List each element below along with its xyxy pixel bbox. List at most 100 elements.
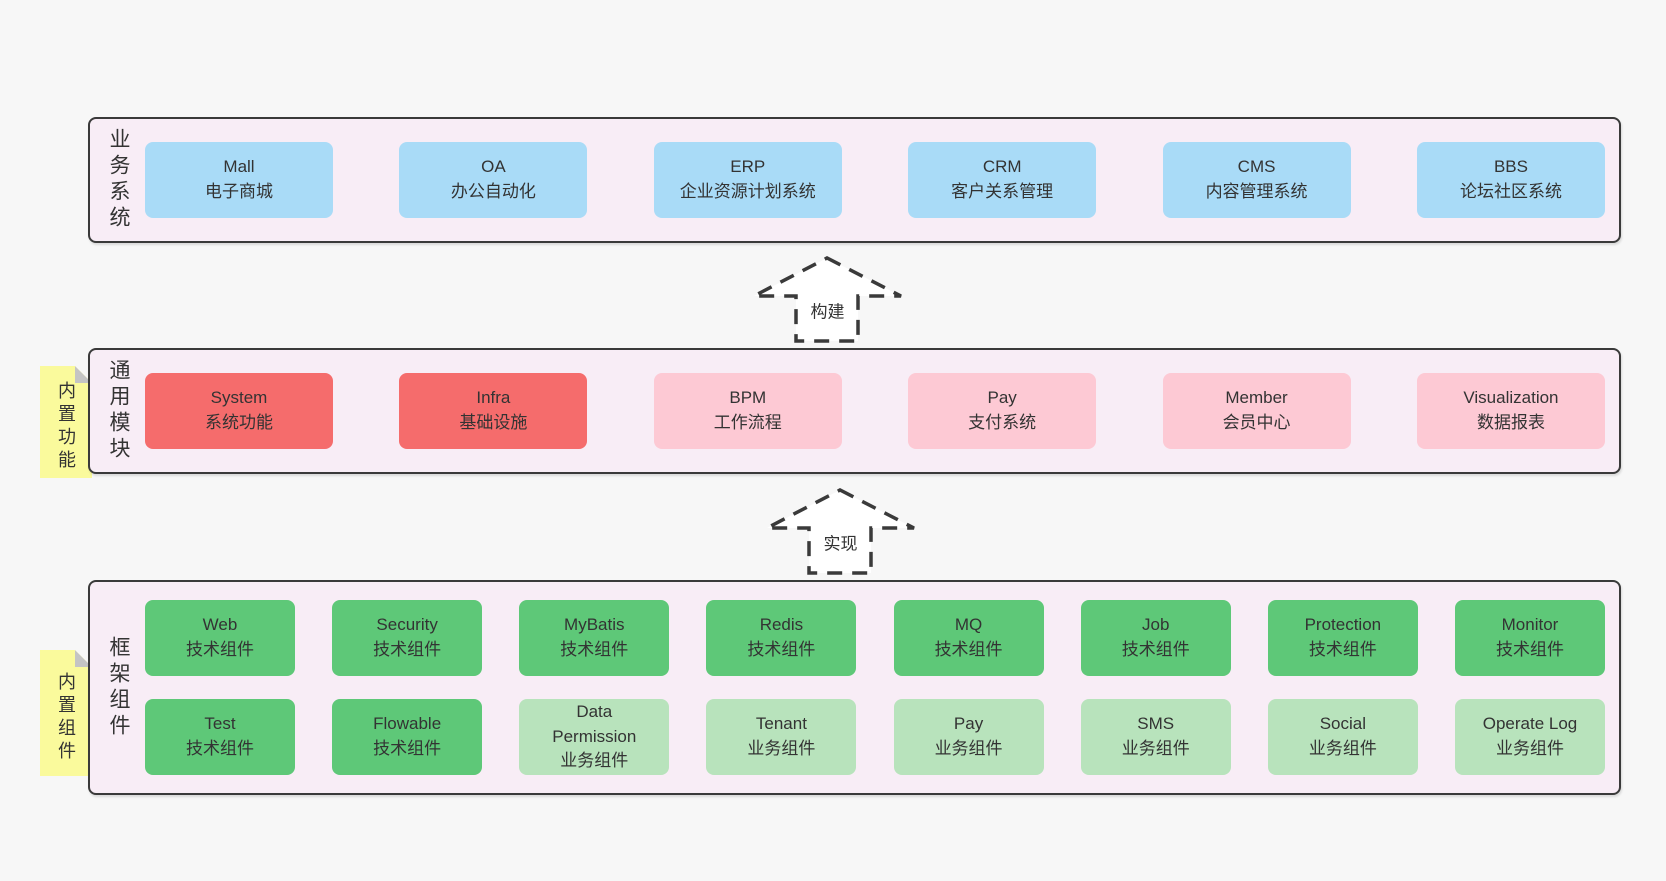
box-cms: CMS 内容管理系统 [1162, 142, 1351, 218]
box-mybatis: MyBatis 技术组件 [519, 600, 670, 676]
box-title: Social [1319, 714, 1366, 734]
box-title: Member [1225, 388, 1288, 408]
sticky-note-text: 内置组件 [56, 672, 76, 764]
box-title: Tenant [755, 714, 807, 734]
box-title: System [210, 388, 268, 408]
box-subtitle: 业务组件 [560, 751, 629, 771]
box-system: System 系统功能 [145, 373, 333, 449]
box-title: Web [202, 615, 238, 635]
sticky-fold-icon [75, 366, 92, 383]
box-title: MQ [954, 615, 983, 635]
box-title: Redis [759, 615, 804, 635]
layer-label-business-systems: 业务系统 [107, 128, 130, 232]
box-web: Web 技术组件 [145, 600, 295, 676]
arrow-implement: 实现 [763, 486, 918, 576]
box-title: Security [376, 615, 438, 635]
box-subtitle: 支付系统 [968, 413, 1037, 432]
box-subtitle: 业务组件 [1121, 739, 1190, 758]
box-infra: Infra 基础设施 [399, 373, 588, 449]
box-monitor: Monitor 技术组件 [1454, 600, 1605, 676]
box-title: MyBatis [564, 615, 625, 635]
box-sms: SMS 业务组件 [1080, 699, 1231, 775]
box-visualization: Visualization 数据报表 [1416, 373, 1605, 449]
box-title: Monitor [1501, 615, 1559, 635]
box-title: Operate Log [1482, 714, 1578, 734]
box-subtitle: 客户关系管理 [951, 182, 1054, 201]
box-title: BPM [729, 388, 767, 408]
box-subtitle: 业务组件 [1308, 739, 1377, 758]
box-subtitle: 技术组件 [934, 640, 1003, 659]
box-bbs: BBS 论坛社区系统 [1416, 142, 1605, 218]
layer-label-common-modules: 通用模块 [107, 359, 130, 463]
box-title: Test [204, 714, 236, 734]
box-member: Member 会员中心 [1162, 373, 1351, 449]
arrow-implement-label: 实现 [819, 528, 862, 556]
box-oa: OA 办公自动化 [399, 142, 588, 218]
box-pay-component: Pay 业务组件 [893, 699, 1044, 775]
box-bpm: BPM 工作流程 [653, 373, 842, 449]
box-subtitle: 基础设施 [459, 413, 528, 432]
box-title: Infra [476, 388, 511, 408]
box-erp: ERP 企业资源计划系统 [653, 142, 842, 218]
box-title: Flowable [373, 714, 442, 734]
box-subtitle: 业务组件 [934, 739, 1003, 758]
box-subtitle: 技术组件 [1308, 640, 1377, 659]
box-subtitle: 电子商城 [205, 182, 273, 201]
box-redis: Redis 技术组件 [706, 600, 857, 676]
box-title: BBS [1493, 157, 1528, 177]
box-operate-log: Operate Log 业务组件 [1454, 699, 1605, 775]
box-subtitle: 技术组件 [1495, 640, 1564, 659]
box-title: Mall [223, 157, 255, 177]
box-title: ERP [730, 157, 766, 177]
box-subtitle: 办公自动化 [450, 182, 536, 201]
box-subtitle: 业务组件 [747, 739, 816, 758]
box-subtitle: 内容管理系统 [1205, 182, 1308, 201]
box-security: Security 技术组件 [332, 600, 483, 676]
box-title: Visualization [1463, 388, 1559, 408]
sticky-note-text: 内置功能 [56, 381, 76, 473]
box-data-permission: Data Permission 业务组件 [519, 699, 670, 775]
box-flowable: Flowable 技术组件 [332, 699, 483, 775]
box-tenant: Tenant 业务组件 [706, 699, 857, 775]
box-title: Job [1141, 615, 1170, 635]
box-pay-module: Pay 支付系统 [908, 373, 1097, 449]
box-title: CMS [1237, 157, 1276, 177]
framework-components-row-1: Web 技术组件 Security 技术组件 MyBatis 技术组件 Redi… [145, 600, 1605, 676]
box-title: Data Permission [552, 702, 637, 746]
layer-common-modules: 通用模块 System 系统功能 Infra 基础设施 BPM 工作流程 Pay… [88, 348, 1621, 474]
box-mall: Mall 电子商城 [145, 142, 333, 218]
box-title: SMS [1137, 714, 1175, 734]
box-title: Protection [1304, 615, 1382, 635]
sticky-fold-icon [75, 650, 92, 667]
box-subtitle: 技术组件 [186, 640, 254, 659]
sticky-note-built-in-features: 内置功能 [40, 366, 92, 478]
framework-components-row-2: Test 技术组件 Flowable 技术组件 Data Permission … [145, 699, 1605, 775]
layer-business-systems: 业务系统 Mall 电子商城 OA 办公自动化 ERP 企业资源计划系统 CRM… [88, 117, 1621, 243]
box-subtitle: 技术组件 [1121, 640, 1190, 659]
box-subtitle: 系统功能 [205, 413, 273, 432]
box-title: Pay [987, 388, 1017, 408]
box-title: Pay [953, 714, 984, 734]
box-crm: CRM 客户关系管理 [908, 142, 1097, 218]
box-title: OA [481, 157, 506, 177]
box-subtitle: 技术组件 [560, 640, 629, 659]
box-subtitle: 会员中心 [1222, 413, 1291, 432]
box-subtitle: 业务组件 [1495, 739, 1564, 758]
arrow-build-label: 构建 [806, 296, 849, 324]
box-job: Job 技术组件 [1080, 600, 1231, 676]
box-title: CRM [982, 157, 1022, 177]
box-social: Social 业务组件 [1267, 699, 1418, 775]
box-mq: MQ 技术组件 [893, 600, 1044, 676]
layer-framework-components: 框架组件 Web 技术组件 Security 技术组件 MyBatis 技术组件… [88, 580, 1621, 795]
box-subtitle: 技术组件 [186, 739, 254, 758]
box-test: Test 技术组件 [145, 699, 295, 775]
common-modules-row: System 系统功能 Infra 基础设施 BPM 工作流程 Pay 支付系统… [145, 373, 1619, 449]
arrow-build: 构建 [750, 254, 905, 344]
business-systems-row: Mall 电子商城 OA 办公自动化 ERP 企业资源计划系统 CRM 客户关系… [145, 142, 1619, 218]
box-subtitle: 技术组件 [747, 640, 816, 659]
box-subtitle: 数据报表 [1476, 413, 1545, 432]
box-subtitle: 企业资源计划系统 [679, 182, 816, 201]
box-subtitle: 技术组件 [373, 640, 442, 659]
sticky-note-built-in-components: 内置组件 [40, 650, 92, 776]
framework-components-grid: Web 技术组件 Security 技术组件 MyBatis 技术组件 Redi… [145, 600, 1619, 775]
